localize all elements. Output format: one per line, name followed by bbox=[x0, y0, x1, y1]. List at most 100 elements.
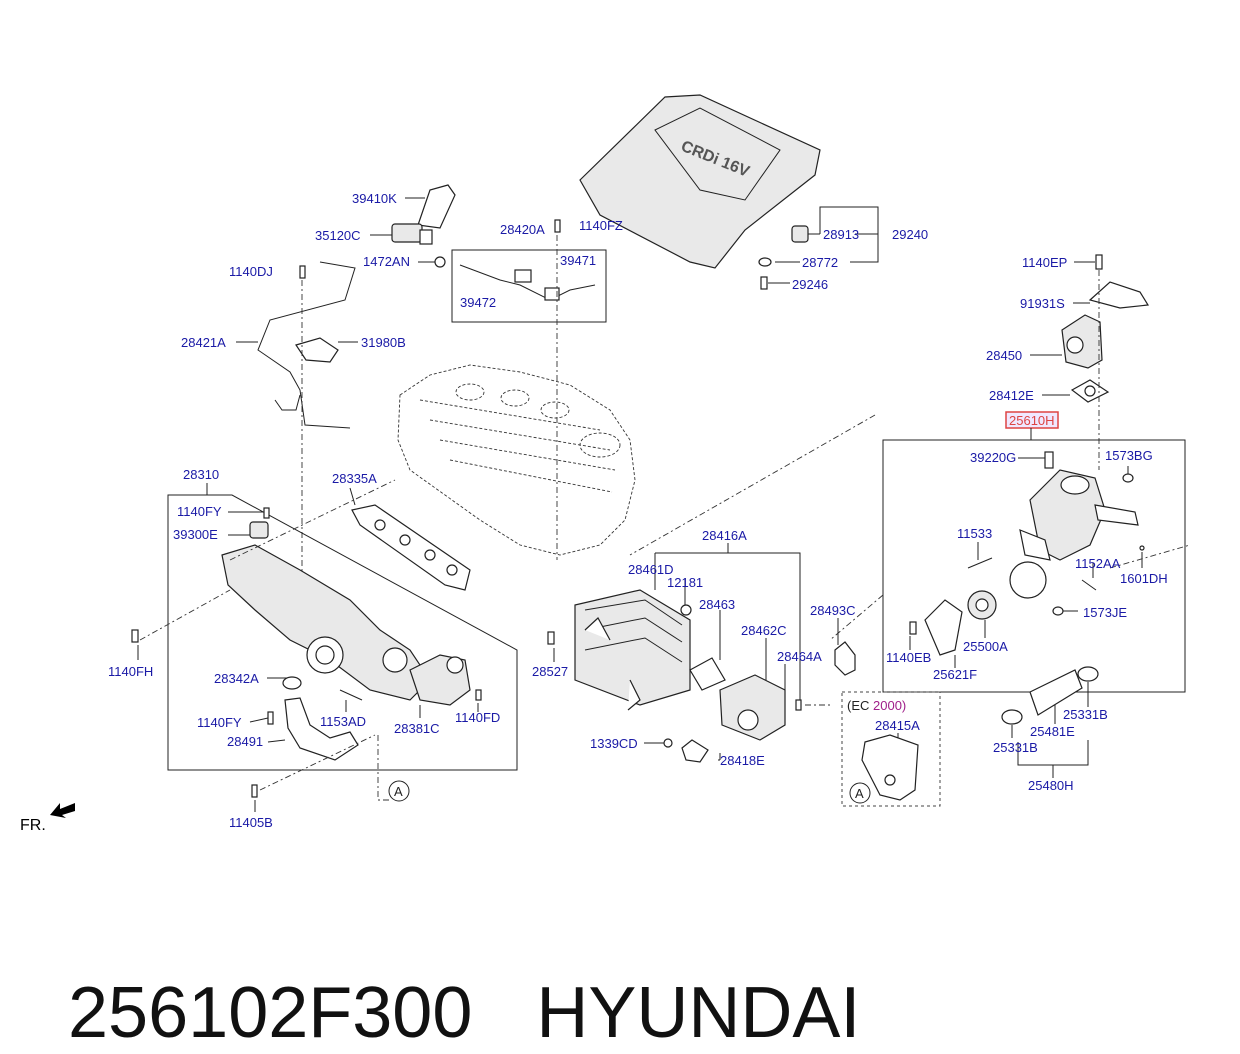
label-25480H[interactable]: 25480H bbox=[1028, 778, 1074, 793]
hose-25481E[interactable] bbox=[1029, 669, 1083, 716]
pipe-28491[interactable] bbox=[284, 697, 359, 761]
label-25331B-right[interactable]: 25331B bbox=[1063, 707, 1108, 722]
gasket-28342A[interactable] bbox=[282, 676, 302, 690]
sensor-39220G[interactable] bbox=[1044, 451, 1054, 469]
label-39471[interactable]: 39471 bbox=[560, 253, 596, 268]
label-25500A[interactable]: 25500A bbox=[963, 639, 1008, 654]
label-11405B[interactable]: 11405B bbox=[229, 815, 273, 830]
label-28418E[interactable]: 28418E bbox=[720, 753, 765, 768]
clip-1601DH[interactable] bbox=[1139, 545, 1145, 551]
gasket-28493C[interactable] bbox=[834, 641, 856, 676]
label-1140FD[interactable]: 1140FD bbox=[455, 710, 500, 725]
label-28381C[interactable]: 28381C bbox=[394, 721, 440, 736]
label-28421A[interactable]: 28421A bbox=[181, 335, 226, 350]
grommet-28913[interactable] bbox=[791, 225, 809, 243]
label-29240[interactable]: 29240 bbox=[892, 227, 928, 242]
bolt-1140DJ[interactable] bbox=[299, 265, 306, 279]
clamp-25331B-right[interactable] bbox=[1077, 666, 1099, 682]
bolt-1152AA[interactable] bbox=[1081, 579, 1097, 591]
label-25621F[interactable]: 25621F bbox=[933, 667, 977, 682]
throttle-body-28381C[interactable] bbox=[409, 654, 471, 706]
label-28415A[interactable]: 28415A bbox=[875, 718, 920, 733]
pipe-28421A[interactable] bbox=[257, 261, 356, 429]
egr-valve-28462C[interactable] bbox=[719, 674, 786, 741]
bracket-31980B[interactable] bbox=[295, 337, 339, 363]
gasket-28418E[interactable] bbox=[681, 739, 709, 763]
label-28913[interactable]: 28913 bbox=[823, 227, 859, 242]
bolt-1339CD[interactable] bbox=[663, 738, 673, 748]
label-1153AD[interactable]: 1153AD bbox=[320, 714, 366, 729]
bolt-1140FY-bottom[interactable] bbox=[267, 711, 274, 725]
label-28420A[interactable]: 28420A bbox=[500, 222, 545, 237]
label-1601DH[interactable]: 1601DH bbox=[1120, 571, 1168, 586]
label-1472AN[interactable]: 1472AN bbox=[363, 254, 410, 269]
label-28335A[interactable]: 28335A bbox=[332, 471, 377, 486]
label-25331B-left[interactable]: 25331B bbox=[993, 740, 1038, 755]
label-25610H[interactable]: 25610H bbox=[1009, 413, 1055, 428]
clip-1472AN[interactable] bbox=[434, 256, 446, 268]
gasket-28335A[interactable] bbox=[351, 504, 471, 591]
label-28310[interactable]: 28310 bbox=[183, 467, 219, 482]
sensor-39300E[interactable] bbox=[249, 521, 269, 539]
label-35120C[interactable]: 35120C bbox=[315, 228, 361, 243]
label-28464A[interactable]: 28464A bbox=[777, 649, 822, 664]
label-1140FY-top[interactable]: 1140FY bbox=[177, 504, 222, 519]
label-28527[interactable]: 28527 bbox=[532, 664, 568, 679]
gasket-28463[interactable] bbox=[689, 657, 726, 691]
screw-1140FZ[interactable] bbox=[554, 219, 561, 233]
clamp-25331B-left[interactable] bbox=[1001, 709, 1023, 725]
label-1140EB[interactable]: 1140EB bbox=[886, 650, 931, 665]
bolt-1140FD[interactable] bbox=[475, 689, 482, 701]
egr-cooler-28461D[interactable] bbox=[574, 589, 691, 711]
label-1140FZ[interactable]: 1140FZ bbox=[579, 218, 623, 233]
bolt-28464A[interactable] bbox=[795, 699, 802, 711]
nut-12181[interactable] bbox=[680, 604, 692, 616]
label-28412E[interactable]: 28412E bbox=[989, 388, 1034, 403]
bolt-29246[interactable] bbox=[760, 276, 768, 290]
bolt-1140EB[interactable] bbox=[909, 621, 917, 635]
label-31980B[interactable]: 31980B bbox=[361, 335, 406, 350]
egr-valve-28450[interactable] bbox=[1061, 314, 1103, 369]
label-1573JE[interactable]: 1573JE bbox=[1083, 605, 1127, 620]
label-25481E[interactable]: 25481E bbox=[1030, 724, 1075, 739]
bolt-1140EP[interactable] bbox=[1095, 254, 1103, 270]
label-1140EP[interactable]: 1140EP bbox=[1022, 255, 1067, 270]
stud-1153AD[interactable] bbox=[339, 689, 363, 701]
hose-39472[interactable] bbox=[459, 264, 596, 301]
bolt-11405B[interactable] bbox=[251, 784, 258, 798]
label-1152AA[interactable]: 1152AA bbox=[1075, 556, 1121, 571]
sensor-35120C[interactable] bbox=[391, 223, 433, 245]
label-28462C[interactable]: 28462C bbox=[741, 623, 787, 638]
bolt-28527[interactable] bbox=[547, 631, 555, 645]
fitting-25621F[interactable] bbox=[924, 599, 963, 656]
label-28461D[interactable]: 28461D bbox=[628, 562, 674, 577]
gasket-28412E[interactable] bbox=[1070, 379, 1110, 403]
engine-cover[interactable]: CRDi 16V bbox=[579, 94, 821, 269]
highlight-box-25610H[interactable] bbox=[1005, 411, 1059, 429]
label-39472[interactable]: 39472 bbox=[460, 295, 496, 310]
label-28342A[interactable]: 28342A bbox=[214, 671, 259, 686]
label-28772[interactable]: 28772 bbox=[802, 255, 838, 270]
bracket-39410K[interactable] bbox=[417, 184, 456, 229]
label-11533[interactable]: 11533 bbox=[957, 526, 992, 541]
label-1339CD[interactable]: 1339CD bbox=[590, 736, 638, 751]
label-12181[interactable]: 12181 bbox=[667, 575, 703, 590]
label-39220G[interactable]: 39220G bbox=[970, 450, 1016, 465]
label-29246[interactable]: 29246 bbox=[792, 277, 828, 292]
bracket-91931S[interactable] bbox=[1088, 281, 1150, 309]
label-28450[interactable]: 28450 bbox=[986, 348, 1022, 363]
bolt-1140FY-top[interactable] bbox=[263, 507, 270, 519]
label-39410K[interactable]: 39410K bbox=[352, 191, 397, 206]
stud-11533[interactable] bbox=[967, 557, 993, 569]
thermostat-housing[interactable] bbox=[1009, 469, 1139, 599]
oring-1573JE[interactable] bbox=[1052, 606, 1064, 616]
label-28416A[interactable]: 28416A bbox=[702, 528, 747, 543]
label-28463[interactable]: 28463 bbox=[699, 597, 735, 612]
bolt-1140FH[interactable] bbox=[131, 629, 139, 643]
bracket-28415A[interactable] bbox=[861, 734, 919, 801]
label-1140DJ[interactable]: 1140DJ bbox=[229, 264, 273, 279]
label-91931S[interactable]: 91931S bbox=[1020, 296, 1065, 311]
label-28491[interactable]: 28491 bbox=[227, 734, 263, 749]
label-1140FY-bottom[interactable]: 1140FY bbox=[197, 715, 242, 730]
label-1140FH[interactable]: 1140FH bbox=[108, 664, 153, 679]
